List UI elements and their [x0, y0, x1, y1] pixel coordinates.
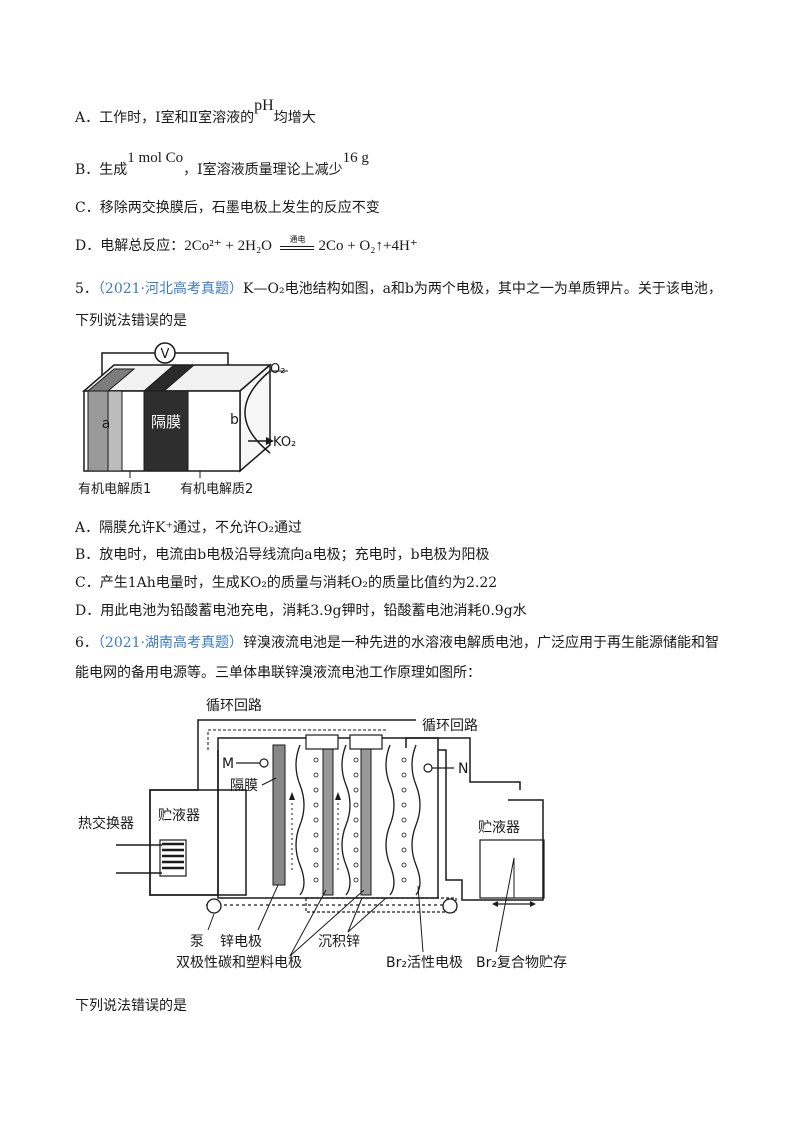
- q6-number: 6．: [75, 635, 98, 651]
- q4-option-b-mid: ，Ⅰ室溶液质量理论上减少: [183, 162, 343, 178]
- q4-option-c: C．移除两交换膜后，石墨电极上发生的反应不变: [75, 200, 380, 216]
- bipolar-electrode-label: 双极性碳和塑料电极: [176, 955, 302, 971]
- electrode-a-label: a: [102, 416, 111, 432]
- q4-option-d-lhs: 2Co²⁺ + 2H₂O: [184, 238, 273, 254]
- q5-source: （2021·河北高考真题）: [97, 281, 244, 297]
- q5-number: 5．: [75, 281, 98, 297]
- ko2-label: KO₂: [273, 435, 296, 450]
- heat-exchanger-coil-icon: [116, 839, 187, 877]
- q6-stem-line2: 能电网的备用电源等。三单体串联锌溴液流电池工作原理如图所：: [75, 665, 481, 681]
- br2-store-label: Br₂复合物贮存: [476, 954, 567, 971]
- m-label: M: [222, 756, 234, 772]
- loop-right-label: 循环回路: [422, 718, 478, 734]
- q5-option-c: C．产生1Ah电量时，生成KO₂的质量与消耗O₂的质量比值约为2.22: [75, 575, 498, 591]
- q5-battery-figure: V a 隔膜 b O₂ KO₂ 有机电解质1 有机电解质2: [78, 342, 296, 497]
- pump-label: 泵: [190, 934, 204, 950]
- q4-option-d-arrow: 通电: [280, 235, 315, 250]
- electrolyte-1-label: 有机电解质1: [78, 482, 151, 497]
- q4-option-d-condition: 通电: [289, 235, 306, 244]
- n-label: N: [458, 761, 468, 777]
- q5-stem-line1: 5．（2021·河北高考真题）K—O₂电池结构如图，a和b为两个电极，其中之一为…: [75, 279, 722, 299]
- q4-option-a-prefix: A．工作时，Ⅰ室和Ⅱ室溶液的: [75, 110, 255, 126]
- q6-flow-battery-figure: 循环回路 循环回路 贮液器 热交换器 M: [78, 698, 567, 971]
- q4-option-d-prefix: D．电解总反应：: [75, 238, 185, 254]
- q4-option-d: D．电解总反应：2Co²⁺ + 2H₂O 通电 2Co + O₂↑+4H⁺: [75, 235, 418, 256]
- q5-option-d: D．用此电池为铅酸蓄电池充电，消耗3.9g钾时，铅酸蓄电池消耗0.9g水: [75, 603, 527, 619]
- pump-left-icon: [206, 898, 222, 914]
- heat-exchanger-label: 热交换器: [78, 815, 134, 832]
- voltmeter-label: V: [161, 347, 170, 362]
- q5-option-a: A．隔膜允许K⁺通过，不允许O₂通过: [75, 520, 303, 536]
- q4-option-b-prefix: B．生成: [75, 162, 128, 178]
- membrane-label-q6: 隔膜: [230, 778, 258, 794]
- q6-stem-line1: 6．（2021·湖南高考真题）锌溴液流电池是一种先进的水溶液电解质电池，广泛应用…: [75, 633, 719, 653]
- q6-stem1: 锌溴液流电池是一种先进的水溶液电解质电池，广泛应用于再生能源储能和智: [243, 635, 720, 651]
- q5-stem-line2: 下列说法错误的是: [75, 313, 187, 329]
- br2-electrode-label: Br₂活性电极: [386, 955, 463, 971]
- q4-option-a-suffix: 均增大: [273, 110, 316, 126]
- tank-right-label: 贮液器: [478, 820, 520, 836]
- q4-option-b-mass: 16 g: [342, 150, 369, 166]
- zinc-deposit-label: 沉积锌: [318, 934, 360, 950]
- zinc-electrode-label: 锌电极: [220, 934, 262, 950]
- q6-tail: 下列说法错误的是: [75, 998, 187, 1014]
- q6-source: （2021·湖南高考真题）: [97, 635, 244, 651]
- q4-option-a-ph: pH: [254, 97, 274, 114]
- q5-option-b: B．放电时，电流由b电极沿导线流向a电极；充电时，b电极为阳极: [75, 547, 490, 563]
- tank-left-label: 贮液器: [158, 808, 200, 824]
- voltmeter-icon: [154, 342, 176, 364]
- valve-m-icon: [259, 758, 269, 768]
- valve-n-icon: [423, 763, 433, 773]
- q4-option-a: A．工作时，Ⅰ室和Ⅱ室溶液的pH均增大: [75, 97, 316, 128]
- pump-right-icon: [442, 898, 458, 914]
- membrane-label: 隔膜: [151, 413, 181, 431]
- loop-left-label: 循环回路: [206, 698, 262, 714]
- electrolyte-2-label: 有机电解质2: [180, 482, 253, 497]
- o2-label: O₂: [270, 362, 285, 377]
- q4-option-b: B．生成1 mol Co，Ⅰ室溶液质量理论上减少16 g: [75, 150, 369, 180]
- q5-stem1: K—O₂电池结构如图，a和b为两个电极，其中之一为单质钾片。关于该电池，: [243, 281, 722, 297]
- electrode-b-label: b: [230, 412, 239, 428]
- q4-option-d-rhs: 2Co + O₂↑+4H⁺: [318, 238, 418, 254]
- q4-option-b-mol: 1 mol Co: [127, 150, 184, 166]
